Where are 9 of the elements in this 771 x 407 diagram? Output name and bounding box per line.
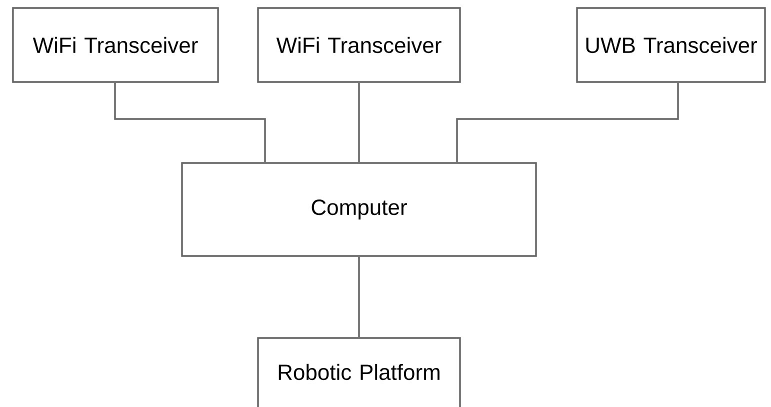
connector-line (114, 82, 266, 162)
connector-line (358, 256, 360, 338)
block-box: WiFi Transceiver (257, 7, 461, 83)
block-box: Robotic Platform (257, 337, 461, 407)
connector-line (358, 82, 360, 162)
block-box: Computer (181, 162, 537, 257)
block-box: UWB Transceiver (576, 7, 766, 83)
block-box: WiFi Transceiver (12, 7, 219, 83)
connector-line (456, 82, 679, 162)
